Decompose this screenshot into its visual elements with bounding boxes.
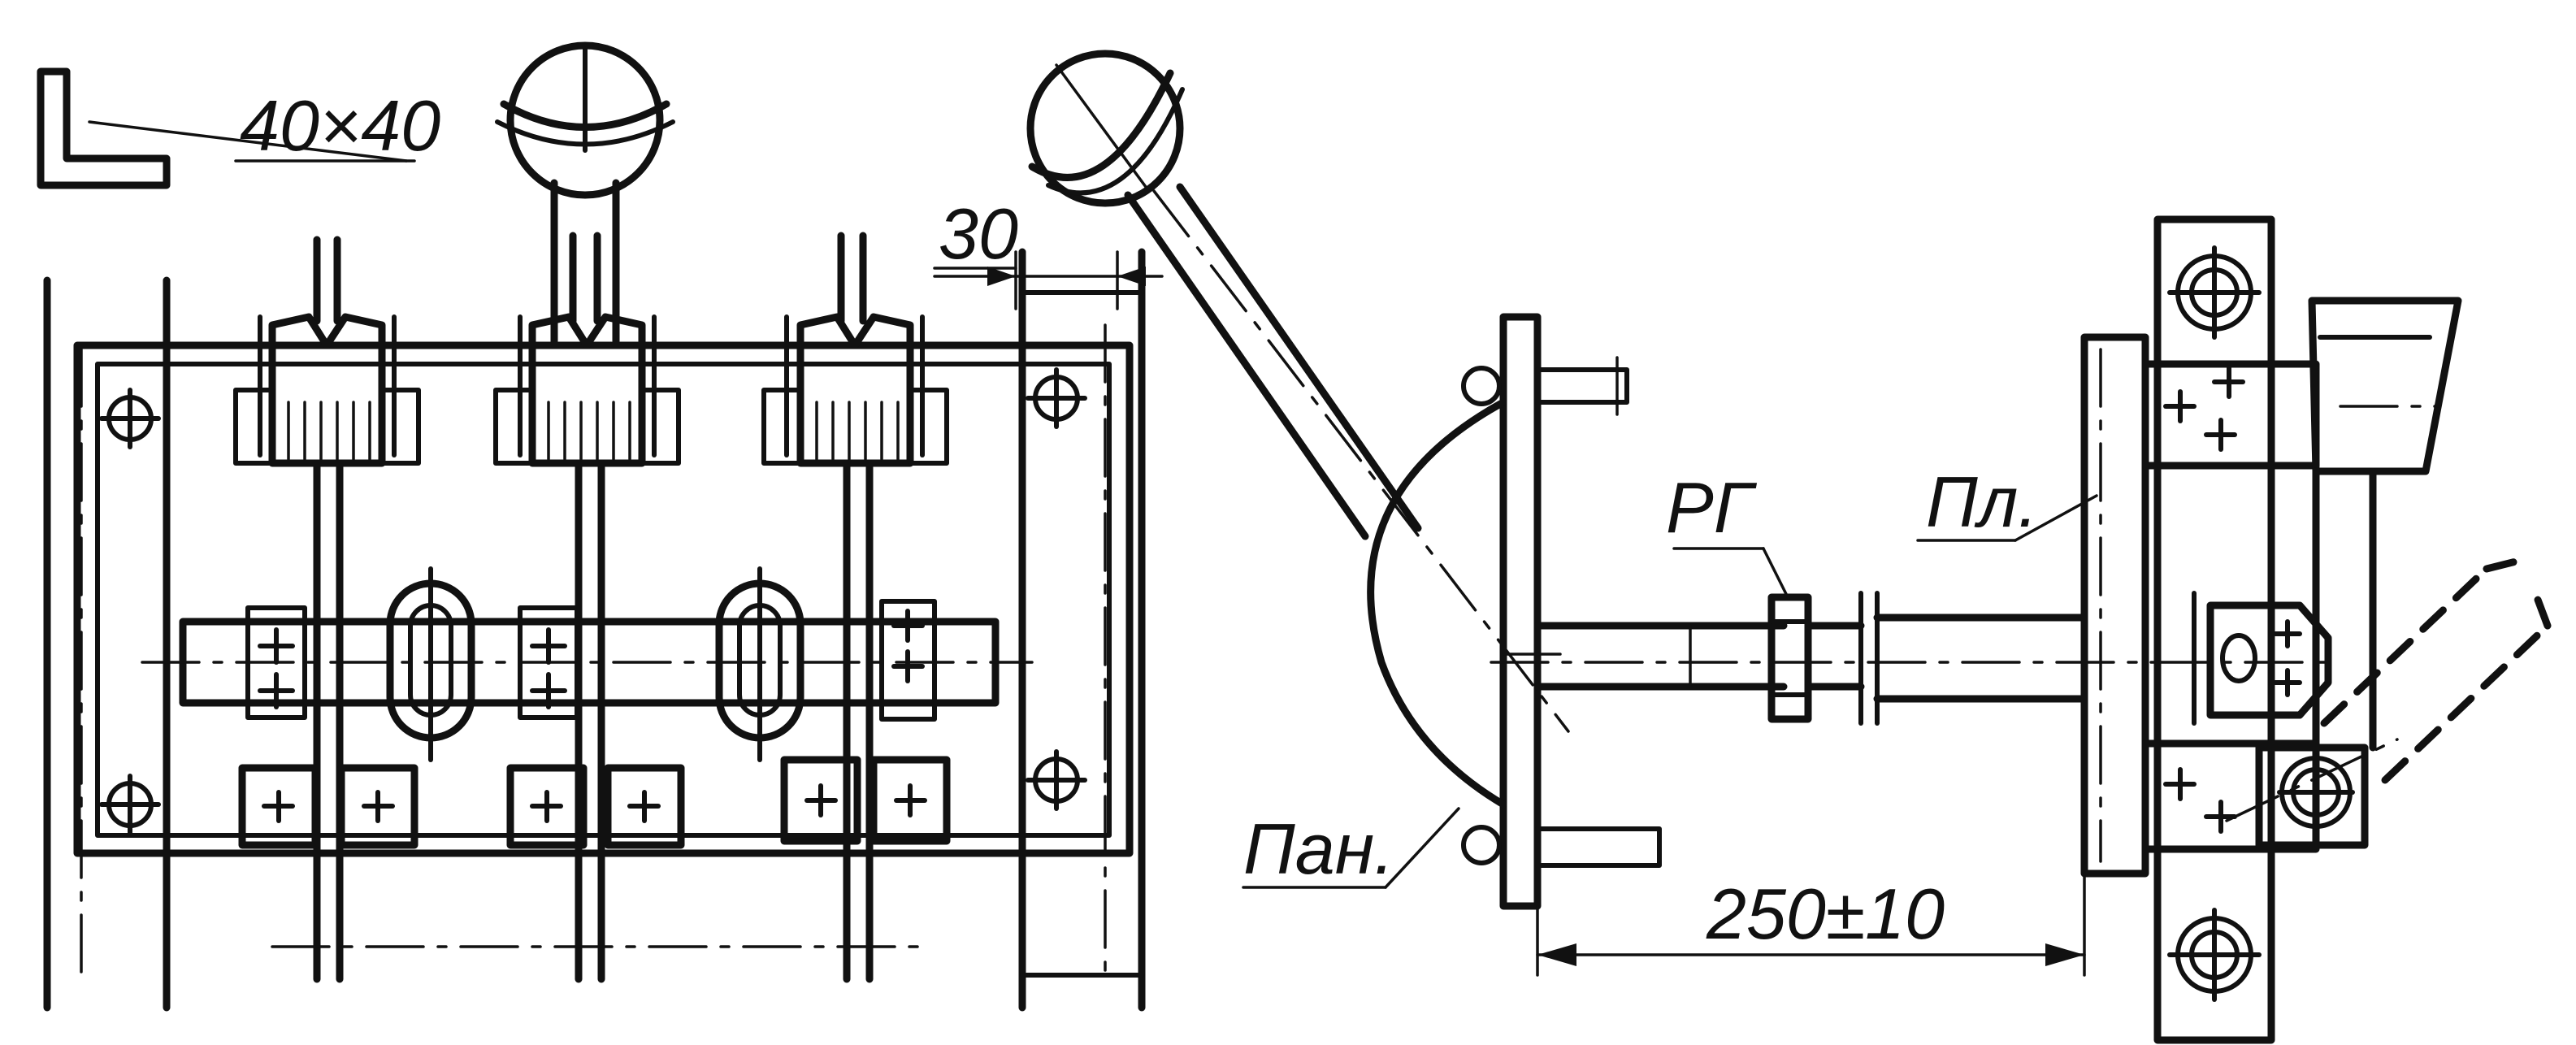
plate-label: Пл. [1926,462,2038,542]
angle-leader-line [88,120,408,163]
open-blade-phantom [2320,557,2552,784]
switch-pole [233,236,421,983]
front-view: 40×40 [37,41,1146,1012]
cam-link [386,566,475,762]
offset-dimension: 30 [933,193,1164,310]
right-channel [1018,248,1146,1012]
angle-size-label: 40×40 [240,85,440,166]
screw-icon [2167,908,2262,1002]
panel-bolt [1535,356,1629,416]
switch-pole [493,232,685,983]
screw-icon [2167,245,2262,340]
plate-callout: Пл. [1916,462,2098,542]
horizontal-shaft [141,618,1034,707]
switch-pole [761,232,951,983]
screw-icon [1026,367,1087,429]
offset-label: 30 [939,193,1018,274]
angle-profile-icon [37,67,171,189]
left-channel [43,276,171,1012]
handle-ball-icon [1026,50,1185,207]
panel-callout: Пан. [1242,807,1460,889]
screw-icon [99,388,161,449]
nut-label: РГ [1666,467,1758,548]
handle-ball-icon [495,41,675,345]
distance-dimension: 250±10 [1536,872,2086,977]
panel-bolt [1535,826,1662,868]
screw-icon [1026,749,1087,811]
panel [1367,313,1562,910]
side-view: РГ Пл. [1026,50,2552,1044]
nut-callout: РГ [1666,467,1789,599]
screw-icon [99,774,161,835]
switch-body-side [2141,215,2462,1044]
cam-link [715,566,804,762]
panel-label: Пан. [1243,809,1394,889]
distance-label: 250±10 [1706,874,1945,954]
drive-shaft [1490,591,2334,726]
switch-plate [2080,333,2149,878]
handle-lever [1124,183,1570,733]
pivot-icon [2277,753,2355,831]
